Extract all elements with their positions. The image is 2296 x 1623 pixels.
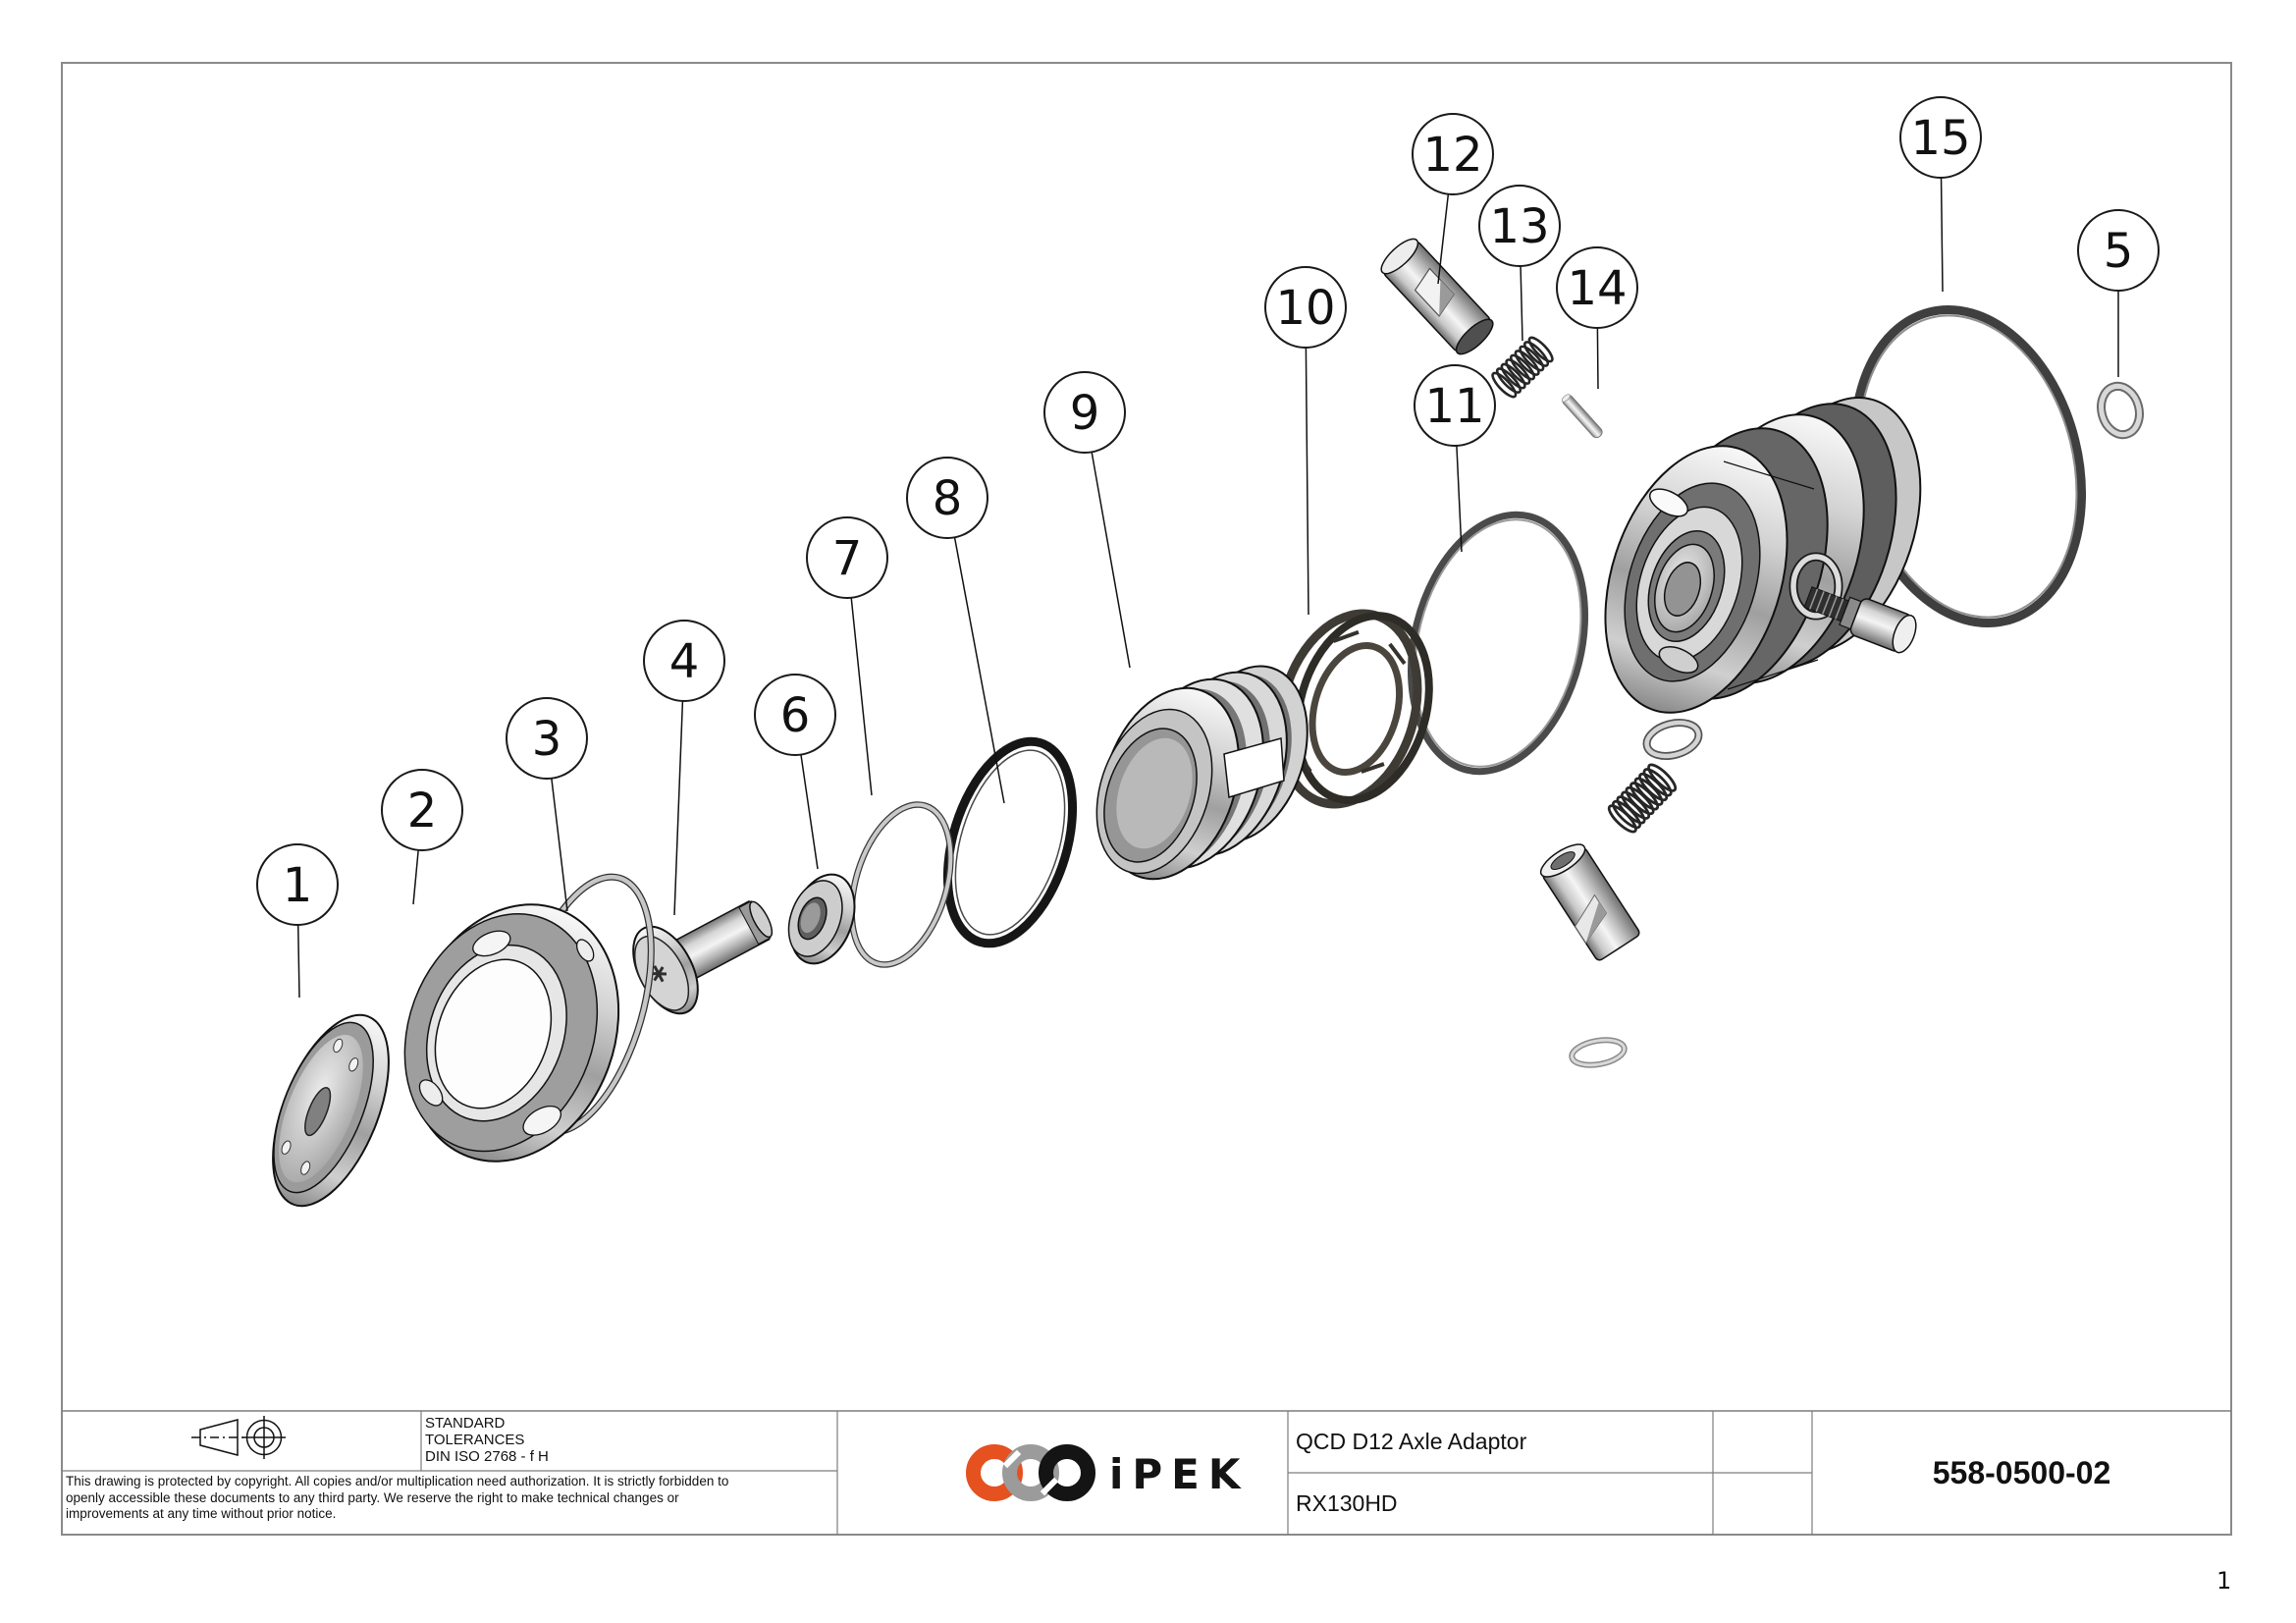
balloon-label-4: 4	[669, 634, 700, 689]
sleeve-slot-cut	[1223, 737, 1285, 798]
part-9-adaptor-sleeve	[1095, 665, 1308, 881]
balloon-label-9: 9	[1070, 386, 1100, 441]
balloon-label-3: 3	[532, 712, 562, 767]
copyright-line: This drawing is protected by copyright. …	[66, 1474, 729, 1488]
balloon-leader-8	[953, 537, 1005, 804]
balloon-leader-4	[673, 700, 684, 916]
balloon-4	[643, 620, 725, 702]
tolerance-block: STANDARD TOLERANCES DIN ISO 2768 - f H	[425, 1415, 549, 1465]
small-o-ring-bottom	[1569, 1037, 1628, 1068]
detent-o-ring	[1642, 719, 1703, 760]
balloon-label-13: 13	[1489, 199, 1549, 254]
balloon-15	[1899, 96, 1982, 179]
balloon-leader-3	[551, 778, 568, 912]
balloon-label-14: 14	[1567, 261, 1627, 316]
tolerance-line: DIN ISO 2768 - f H	[425, 1448, 549, 1465]
title-block-lines	[62, 1410, 2231, 1535]
drawing-title: QCD D12 Axle Adaptor	[1296, 1429, 1527, 1454]
balloon-11	[1414, 364, 1496, 447]
balloon-leader-11	[1456, 445, 1463, 553]
balloon-7	[806, 516, 888, 599]
balloon-8	[906, 457, 988, 539]
balloon-12	[1412, 113, 1494, 195]
part-number: 558-0500-02	[1932, 1454, 2111, 1490]
balloon-10	[1264, 266, 1347, 349]
balloon-leader-12	[1437, 193, 1450, 285]
part-1-cover-disc	[272, 1013, 390, 1208]
part-8-o-ring	[942, 736, 1078, 948]
balloon-leader-6	[800, 754, 819, 870]
tolerance-line: TOLERANCES	[425, 1432, 525, 1448]
sheet-border	[61, 62, 2232, 1536]
hub-shackle-ring	[1789, 552, 1843, 621]
drawing-model: RX130HD	[1296, 1490, 1398, 1516]
balloon-3	[506, 697, 588, 780]
part-6-seal-washer	[787, 873, 856, 965]
balloon-label-6: 6	[780, 688, 811, 743]
balloon-label-8: 8	[933, 471, 963, 526]
logo-wordmark: iPEK	[1109, 1450, 1249, 1498]
logo-ring-gap	[1040, 1477, 1059, 1496]
balloon-leader-9	[1091, 452, 1131, 669]
balloon-6	[754, 674, 836, 756]
balloon-label-7: 7	[832, 531, 863, 586]
balloon-14	[1556, 246, 1638, 329]
balloon-label-10: 10	[1275, 281, 1335, 336]
balloon-label-1: 1	[283, 858, 313, 913]
part-2-flange-ring	[403, 903, 620, 1163]
logo-ring-black	[1039, 1444, 1095, 1501]
balloon-label-5: 5	[2104, 224, 2134, 279]
part-5-o-ring-small	[2097, 381, 2144, 440]
balloon-leader-7	[850, 597, 873, 796]
ipek-logo: iPEK	[966, 1444, 1249, 1501]
balloon-label-15: 15	[1910, 111, 1970, 166]
detent-sleeve-2	[1539, 843, 1640, 961]
part-14-pin	[1561, 394, 1603, 439]
balloon-leader-13	[1520, 265, 1523, 342]
balloon-label-11: 11	[1424, 379, 1484, 434]
part-13-spring	[1491, 336, 1554, 399]
balloon-leader-1	[296, 924, 300, 999]
balloon-leader-15	[1940, 177, 1944, 293]
balloon-label-2: 2	[407, 784, 438, 839]
balloon-label-12: 12	[1422, 128, 1482, 183]
balloon-leader-10	[1305, 347, 1309, 616]
hub-assembly	[1604, 397, 1922, 714]
logo-ring-gap	[1002, 1449, 1022, 1469]
part-11-o-ring-large	[1407, 511, 1589, 776]
copyright-line: improvements at any time without prior n…	[66, 1506, 337, 1521]
detent-spring	[1607, 763, 1678, 834]
balloon-leader-2	[412, 849, 419, 905]
balloon-13	[1478, 185, 1561, 267]
balloon-leader-14	[1596, 327, 1599, 390]
balloon-5	[2077, 209, 2160, 292]
tolerance-line: STANDARD	[425, 1415, 506, 1432]
copyright-note: This drawing is protected by copyright. …	[66, 1474, 835, 1523]
hub-stud	[1803, 586, 1917, 654]
balloon-1	[256, 843, 339, 926]
balloon-2	[381, 769, 463, 851]
projection-symbol-icon	[191, 1416, 286, 1459]
balloon-9	[1043, 371, 1126, 454]
part-12-detent-sleeve	[1380, 238, 1494, 355]
part-7-backup-ring	[848, 801, 954, 968]
copyright-line: openly accessible these documents to any…	[66, 1489, 679, 1505]
page-number: 1	[2216, 1567, 2232, 1595]
